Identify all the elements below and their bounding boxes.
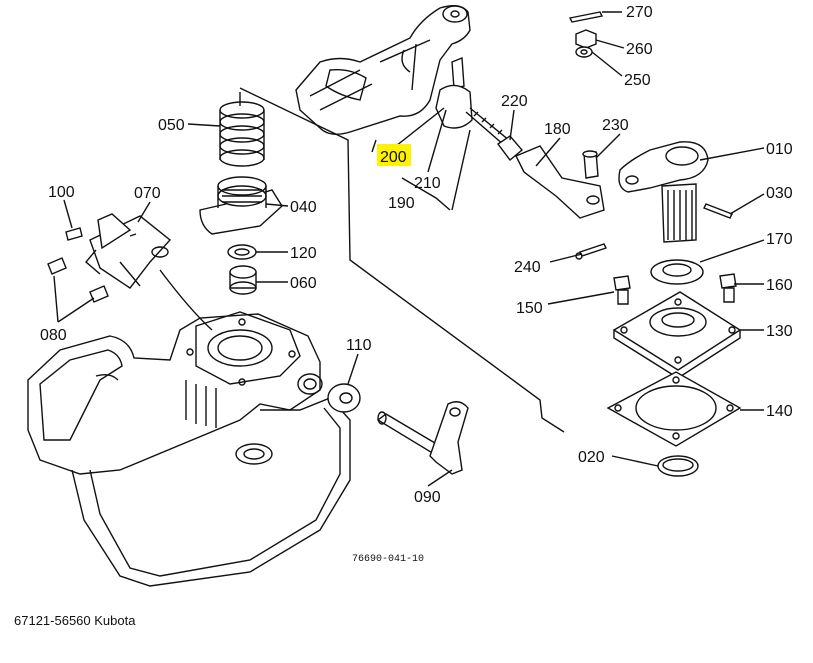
washer-drawing [227,244,257,260]
leader-lines [53,11,765,487]
o-ring-drawing [657,455,699,477]
callout-050[interactable]: 050 [158,117,185,134]
callout-060[interactable]: 060 [290,275,317,292]
callout-160[interactable]: 160 [766,277,793,294]
callout-190[interactable]: 190 [388,195,415,212]
drawing-number: 76690-041-10 [352,554,424,565]
cotter-pin-drawing [575,243,607,260]
callout-230[interactable]: 230 [602,117,629,134]
callout-100[interactable]: 100 [48,184,75,201]
callout-120[interactable]: 120 [290,245,317,262]
callout-240[interactable]: 240 [514,259,541,276]
callout-260[interactable]: 260 [626,41,653,58]
lever-drawing [376,401,469,475]
callout-070[interactable]: 070 [134,185,161,202]
callout-200[interactable]: 200 [380,149,407,166]
bracket-drawing [47,213,172,303]
callout-090[interactable]: 090 [414,489,441,506]
bushing-drawing [229,265,257,295]
bolt-nut-washer-drawing [568,11,604,58]
tie-rod-drawing [435,56,605,219]
callout-140[interactable]: 140 [766,403,793,420]
callout-170[interactable]: 170 [766,231,793,248]
callout-010[interactable]: 010 [766,141,793,158]
housing-drawing [27,311,351,587]
callout-labels: 270 260 250 220 180 230 010 030 170 160 … [40,4,793,506]
callout-220[interactable]: 220 [501,93,528,110]
callout-110[interactable]: 110 [346,337,372,354]
callout-080[interactable]: 080 [40,327,67,344]
oil-seal-drawing [650,259,704,285]
parts-diagram: 270 260 250 220 180 230 010 030 170 160 … [27,4,793,587]
gasket-drawing [606,371,742,447]
reference-lines [159,87,565,433]
cover-bolts-drawing [613,273,737,305]
callout-030[interactable]: 030 [766,185,793,202]
arm-assembly-drawing [295,5,471,135]
callout-200-highlight [377,144,411,166]
callout-020[interactable]: 020 [578,449,605,466]
steering-cover-drawing [612,291,742,379]
callout-150[interactable]: 150 [516,300,543,317]
steering-arm-drawing [618,141,733,243]
callout-270[interactable]: 270 [626,4,653,21]
seal-drawing [327,383,361,413]
spring-drawing [219,101,265,167]
spring-seat-drawing [199,176,283,235]
callout-210[interactable]: 210 [414,175,441,192]
callout-040[interactable]: 040 [290,199,317,216]
part-caption: 67121-56560 Kubota [14,613,136,628]
callout-250[interactable]: 250 [624,72,651,89]
callout-130[interactable]: 130 [766,323,793,340]
callout-180[interactable]: 180 [544,121,571,138]
